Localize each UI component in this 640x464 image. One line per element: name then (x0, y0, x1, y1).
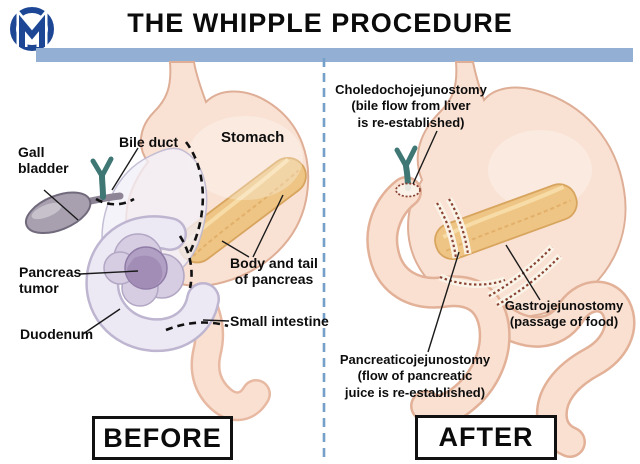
choledochojejunostomy-suture-ring (395, 182, 421, 198)
before-caption-text: BEFORE (103, 422, 222, 453)
bile-duct-shape (90, 156, 114, 200)
page-title: THE WHIPPLE PROCEDURE (127, 8, 513, 38)
title-accent-bar (36, 48, 633, 62)
pancreas-after-shape (434, 183, 578, 260)
resection-dashed-lines (95, 141, 229, 332)
anastomosis-sutures (433, 197, 563, 309)
label-stomach: Stomach (221, 129, 285, 146)
after-illustration (366, 61, 636, 458)
after-leader-lines (412, 130, 541, 353)
label-pancreaticojejunostomy: Pancreaticojejunostomy (flow of pancreat… (339, 352, 491, 400)
label-gastrojejunostomy: Gastrojejunostomy (passage of food) (504, 298, 624, 330)
before-illustration (24, 61, 310, 422)
before-caption-box: BEFORE (92, 416, 233, 460)
after-caption-box: AFTER (415, 415, 557, 460)
label-small-intestine: Small intestine (230, 313, 329, 329)
label-choledochojejunostomy: Choledochojejunostomy (bile flow from li… (335, 82, 487, 130)
bile-duct-after-shape (394, 145, 421, 198)
after-caption-text: AFTER (438, 422, 534, 452)
before-leader-lines (43, 147, 284, 335)
pancreas-tumor-shape (124, 246, 168, 290)
label-duodenum: Duodenum (20, 326, 94, 342)
label-bile-duct: Bile duct (119, 134, 179, 150)
stomach-highlight (187, 116, 303, 200)
label-pancreas-tumor: Pancreas tumor (19, 264, 82, 296)
m-circle-logo-icon (10, 7, 54, 51)
label-gall-bladder: Gall bladder (18, 144, 69, 176)
label-body-and-tail: Body and tail of pancreas (230, 255, 318, 287)
